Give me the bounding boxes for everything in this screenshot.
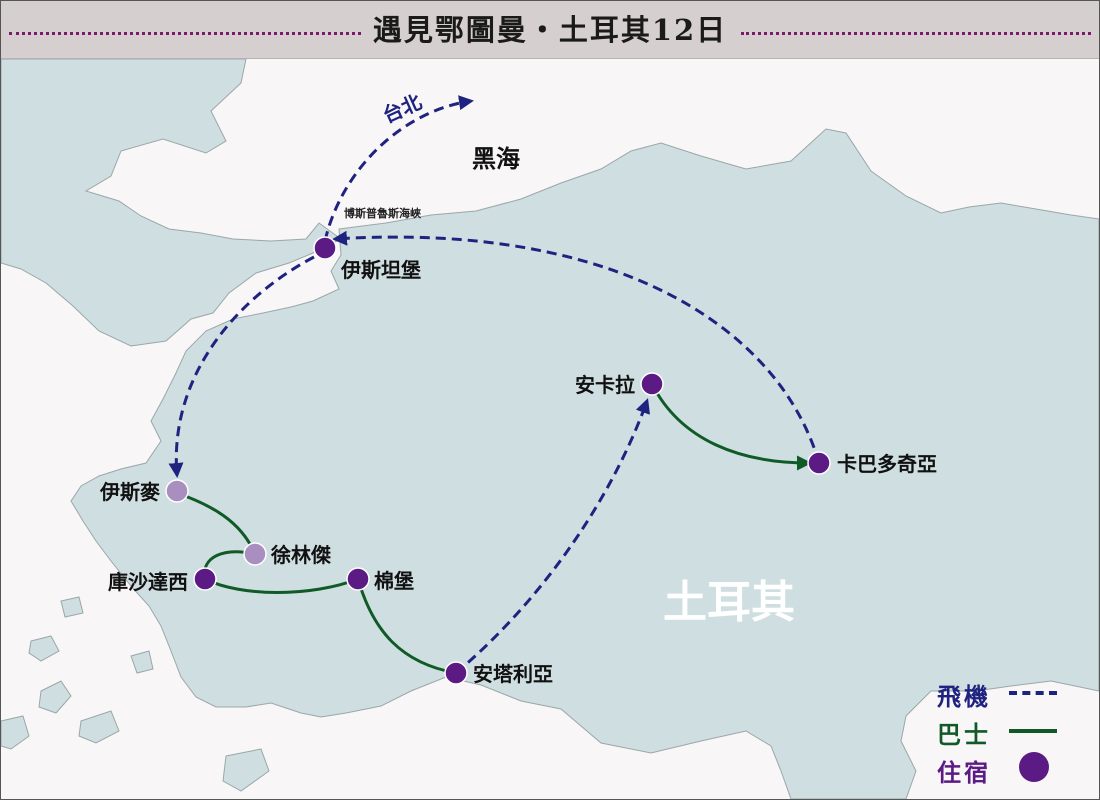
route-kusadasi-pamukkale (204, 577, 359, 594)
sea-label: 黑海 (472, 144, 520, 173)
island (78, 710, 120, 744)
city-marker-kusadasi[interactable] (193, 567, 217, 591)
page-title: 遇見鄂圖曼・土耳其12日 (1, 7, 1099, 49)
strait-label: 博斯普魯斯海峽 (344, 206, 422, 220)
title-dots-right (741, 32, 1091, 35)
city-marker-cappadocia[interactable] (807, 451, 831, 475)
legend-bus: 巴士 (937, 711, 1077, 749)
route-ankara-cappadocia (650, 383, 812, 471)
route-istanbul-izmir (168, 255, 315, 478)
legend-flight-label: 飛機 (937, 682, 991, 711)
city-marker-selcuk[interactable] (243, 542, 267, 566)
title-bar: 遇見鄂圖曼・土耳其12日 (1, 1, 1099, 59)
title-dots-left (9, 32, 361, 35)
land-anatolia (70, 128, 1099, 799)
city-marker-pamukkale[interactable] (346, 567, 370, 591)
island (1, 715, 30, 750)
island (38, 680, 72, 714)
legend-bus-swatch (1009, 729, 1057, 733)
island (60, 596, 84, 618)
route-map: 黑海 土耳其 博斯普魯斯海峽 台北 伊斯 (1, 59, 1099, 799)
legend-stay-swatch (1019, 752, 1049, 782)
city-label-ankara: 安卡拉 (575, 373, 635, 397)
city-label-antalya: 安塔利亞 (473, 662, 553, 686)
legend-bus-label: 巴士 (937, 720, 991, 749)
city-label-cappadocia: 卡巴多奇亞 (837, 452, 937, 476)
route-cappadocia-istanbul (332, 230, 821, 464)
city-label-kusadasi: 庫沙達西 (108, 570, 188, 594)
city-marker-ankara[interactable] (640, 372, 664, 396)
city-label-izmir: 伊斯麥 (99, 480, 161, 504)
island (28, 635, 60, 662)
route-antalya-ankara (455, 398, 650, 675)
island (130, 650, 154, 674)
city-marker-istanbul[interactable] (313, 236, 337, 260)
legend-stay-label: 住宿 (937, 758, 991, 787)
legend-flight: 飛機 (937, 673, 1077, 711)
legend-flight-swatch (1009, 691, 1057, 695)
legend: 飛機 巴士 住宿 (937, 673, 1077, 787)
legend-stay: 住宿 (937, 749, 1077, 787)
city-markers (165, 236, 831, 685)
city-label-selcuk: 徐林傑 (270, 543, 331, 567)
country-label: 土耳其 (663, 577, 795, 628)
city-marker-izmir[interactable] (165, 479, 189, 503)
city-label-istanbul: 伊斯坦堡 (340, 258, 421, 282)
island (222, 748, 270, 792)
route-pamukkale-antalya (356, 578, 457, 675)
land-europe (1, 59, 342, 347)
city-marker-antalya[interactable] (444, 661, 468, 685)
city-label-pamukkale: 棉堡 (374, 569, 414, 593)
